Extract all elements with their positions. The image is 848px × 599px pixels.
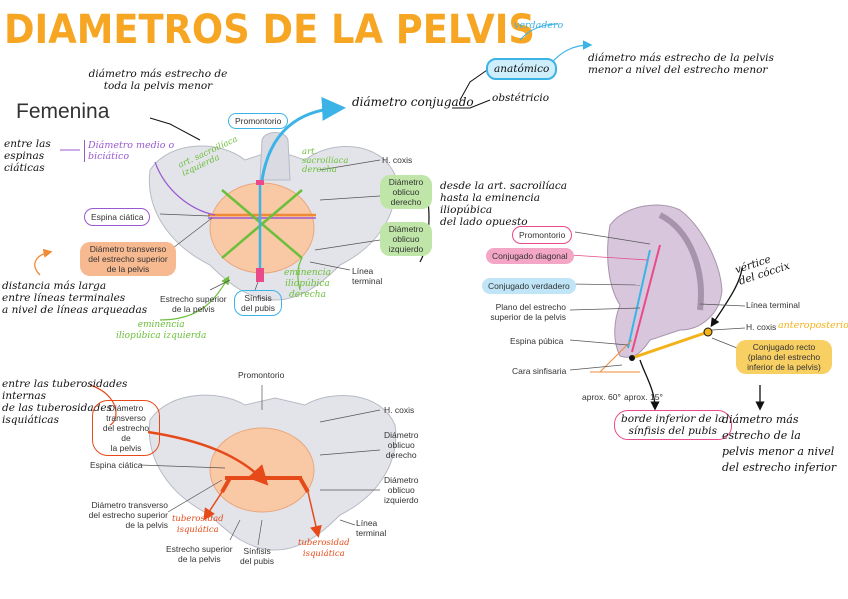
borde-inferior-label: borde inferior de la sínfisis del pubis xyxy=(614,410,732,440)
note-tuberosidades: entre las tuberosidades internas de las … xyxy=(2,378,128,426)
transverso-inferior-label: Diámetro transverso del estrecho de la p… xyxy=(92,400,160,456)
linea-terminal-label: Línea terminal xyxy=(352,266,383,286)
promontorio-bottom-label: Promontorio xyxy=(238,370,285,380)
note-estrecho-inferior: diámetro más estrecho de la pelvis menor… xyxy=(722,413,837,474)
side-pelvis-drawing xyxy=(590,204,723,373)
estrecho-superior-bottom-label: Estrecho superior de la pelvis xyxy=(166,544,233,564)
tuberosidad-izquierda: tuberosidad isquiática xyxy=(172,514,224,535)
note-distancia: distancia más larga entre líneas termina… xyxy=(2,280,148,316)
espina-ciatica-bottom-label: Espina ciática xyxy=(90,460,143,470)
espina-pubica-label: Espina púbica xyxy=(510,336,564,346)
note-right: diámetro más estrecho de la pelvis menor… xyxy=(588,52,774,76)
plano-estrecho-label: Plano del estrecho superior de la pelvis xyxy=(490,302,566,322)
eminencia-derecha: eminencia iliopúbica derecha xyxy=(284,268,331,300)
top-pelvis-drawing xyxy=(148,132,397,301)
obstetricio-label: obstétricio xyxy=(492,92,550,104)
promontorio-label: Promontorio xyxy=(228,113,289,129)
oblicuo-izquierdo-bottom-label: Diámetro oblicuo izquierdo xyxy=(384,475,419,505)
aprox-60-label: aprox. 60° xyxy=(582,392,621,402)
diametro-medio-label: Diámetro medio o biciático xyxy=(84,140,174,162)
sinfisis-bottom-label: Sínfisis del pubis xyxy=(240,546,275,566)
page-title: DIAMETROS DE LA PELVIS xyxy=(4,7,535,53)
oblicuo-derecho-label: Diámetro oblicuo derecho xyxy=(380,175,432,209)
anteroposterior-label: anteroposterior xyxy=(778,320,848,331)
h-coxis-bottom-label: H. coxis xyxy=(384,405,415,415)
diametro-conjugado-label: diámetro conjugado xyxy=(352,95,474,109)
linea-terminal-side-label: Línea terminal xyxy=(746,300,800,310)
h-coxis-side-label: H. coxis xyxy=(746,322,777,332)
eminencia-izquierda: eminencia iliopúbica izquierda xyxy=(116,320,207,341)
conjugado-recto-label: Conjugado recto (plano del estrecho infe… xyxy=(736,340,832,374)
tuberosidad-derecha: tuberosidad isquiática xyxy=(298,538,350,559)
transverso-superior-label: Diámetro transverso del estrecho superio… xyxy=(80,242,176,276)
conjugado-diagonal-label: Conjugado diagonal xyxy=(486,248,574,264)
leader-lines xyxy=(34,23,765,546)
espina-ciatica-label: Espina ciática xyxy=(84,208,151,226)
transverso-superior-bottom-label: Diámetro transverso del estrecho superio… xyxy=(88,500,168,530)
aprox-15-label: aprox. 15° xyxy=(624,392,663,402)
verdadero-label: verdadero xyxy=(514,20,564,31)
art-sacroiliaca-der: art. sacroilíaca derecha xyxy=(302,147,349,175)
sinfisis-label: Sínfisis del pubis xyxy=(234,290,283,316)
cara-sinfisaria-label: Cara sinfisaria xyxy=(512,366,567,376)
femenina-label: Femenina xyxy=(16,100,110,123)
oblicuo-izquierdo-label: Diámetro oblicuo izquierdo xyxy=(380,222,432,256)
note-oblicuo: desde la art. sacroilíaca hasta la emine… xyxy=(440,180,568,228)
anatomico-label: anatómico xyxy=(486,58,558,80)
note-narrow: diámetro más estrecho de toda la pelvis … xyxy=(88,68,228,92)
promontorio-side-label: Promontorio xyxy=(512,226,573,244)
h-coxis-label: H. coxis xyxy=(382,155,413,165)
espinas-note: entre las espinas ciáticas xyxy=(4,138,51,174)
conjugado-verdadero-label: Conjugado verdadero xyxy=(482,278,576,294)
oblicuo-derecho-bottom-label: Diámetro oblicuo derecho xyxy=(384,430,419,460)
estrecho-superior-label: Estrecho superior de la pelvis xyxy=(160,294,227,314)
linea-terminal-bottom-label: Línea terminal xyxy=(356,518,387,538)
